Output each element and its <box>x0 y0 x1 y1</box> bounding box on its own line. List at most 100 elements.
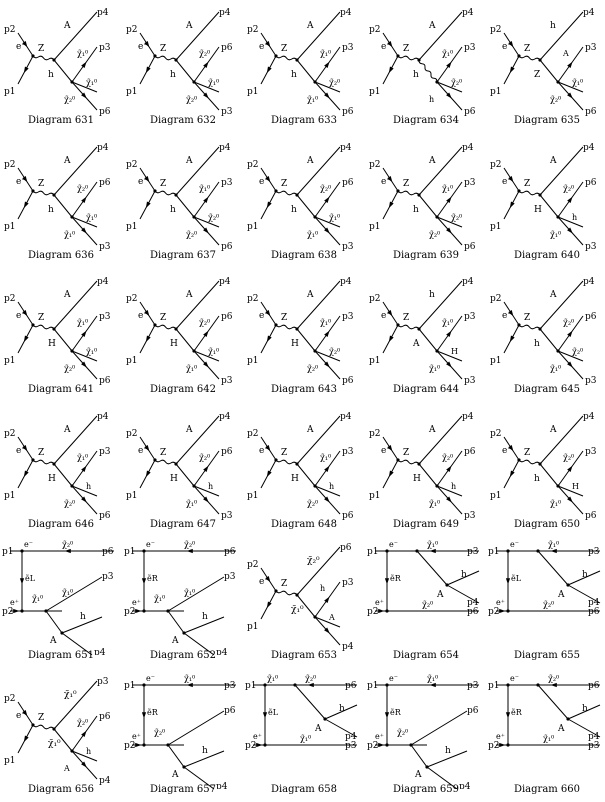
label-neutralino-1: χ̃₁⁰ <box>32 594 43 603</box>
label-product-top: χ̃₁⁰ <box>320 49 331 58</box>
fermion-arrow <box>387 310 393 317</box>
fermion-arrow <box>186 682 193 688</box>
higgs-line <box>446 570 480 586</box>
fermion-arrow <box>446 227 452 234</box>
vertex <box>142 743 146 747</box>
label-product-top-momentum: p6 <box>221 447 233 457</box>
branch-line <box>416 550 448 586</box>
fermion-arrow <box>81 761 87 768</box>
label-boson: Z <box>403 313 409 323</box>
fermion-arrow <box>81 330 87 337</box>
outgoing-line-top <box>53 680 98 730</box>
label-product-bottom-momentum: p6 <box>464 107 476 117</box>
label-out1-particle: A <box>549 290 557 300</box>
label-product-mid: χ̃₁⁰ <box>86 347 97 356</box>
fermion-arrow <box>567 196 573 203</box>
label-product-mid: χ̃₂⁰ <box>572 347 583 356</box>
label-bottom-right-momentum: p6 <box>588 607 600 617</box>
fermion-arrow <box>388 201 394 209</box>
diagram-caption: Diagram 639 <box>392 250 460 261</box>
fermion-arrow <box>378 608 385 614</box>
label-e-minus: e⁻ <box>259 177 269 187</box>
product-line-mid <box>557 216 584 228</box>
label-product-mid: χ̃₁⁰ <box>86 213 97 222</box>
label-top-neutralino: χ̃₂⁰ <box>184 540 195 549</box>
label-product-bottom-momentum: p4 <box>99 776 111 786</box>
fermion-arrow <box>13 608 20 614</box>
vertex <box>142 683 146 687</box>
label-product-top: χ̃₂⁰ <box>563 318 574 327</box>
label-a: A <box>557 590 565 600</box>
outgoing-line-top <box>418 280 463 330</box>
outgoing-line <box>410 710 468 746</box>
fermion-arrow <box>262 712 268 719</box>
label-product-top-momentum: p6 <box>585 178 597 188</box>
label-p2: p2 <box>126 160 138 170</box>
fermion-arrow <box>550 682 557 688</box>
fermion-arrow <box>186 548 193 554</box>
fermion-arrow <box>203 227 209 234</box>
diagram-caption: Diagram 653 <box>270 650 338 661</box>
fermion-arrow <box>324 61 330 68</box>
label-out1-momentum: p4 <box>583 412 595 422</box>
fermion-arrow <box>429 682 436 688</box>
s-channel-boson <box>397 324 420 330</box>
label-p1: p1 <box>4 87 16 97</box>
a-line <box>183 766 215 789</box>
label-p4: p4 <box>345 732 357 742</box>
label-p1: p1 <box>247 222 259 232</box>
label-bottom-left-momentum: p2 <box>488 607 500 617</box>
label-top-left-momentum: p1 <box>488 681 500 691</box>
label-e-minus: e⁻ <box>16 446 26 456</box>
label-product-bottom: χ̃₂⁰ <box>64 364 75 373</box>
label-out1-particle: χ̃₁⁰ <box>64 689 77 700</box>
label-neutralino-1: χ̃₁⁰ <box>154 594 165 603</box>
label-top-fermion: e⁻ <box>389 674 398 683</box>
label-p1: p1 <box>247 87 259 97</box>
label-product-top: χ̃₂⁰ <box>77 718 88 727</box>
label-e-minus: e⁻ <box>502 177 512 187</box>
label-top-fermion: e⁻ <box>146 674 155 683</box>
label-bottom-left-momentum: p2 <box>245 741 257 751</box>
outgoing-line-top <box>418 146 463 196</box>
label-product-mid: χ̃₂⁰ <box>329 347 340 356</box>
outgoing-line-top <box>418 415 463 465</box>
s-channel-boson <box>518 190 541 196</box>
s-channel-boson <box>275 459 298 465</box>
label-top-fermion: χ̃₁⁰ <box>267 674 278 683</box>
label-product-top-momentum: p3 <box>585 447 597 457</box>
label-product-mid: χ̃₁⁰ <box>208 78 219 87</box>
label-out-momentum: p3 <box>224 572 236 582</box>
label-p1: p1 <box>490 491 502 501</box>
fermion-arrow <box>81 61 87 68</box>
a-line <box>324 718 358 738</box>
label-product-top-momentum: p3 <box>342 43 354 53</box>
label-e-minus: e⁻ <box>138 177 148 187</box>
label-product-top-momentum: p6 <box>464 447 476 457</box>
label-higgs: h <box>202 746 208 756</box>
fermion-arrow <box>324 496 330 503</box>
outgoing-line <box>45 576 103 612</box>
s-channel-boson <box>32 459 55 465</box>
product-line-mid <box>557 81 584 93</box>
label-out1-particle: h <box>550 21 556 31</box>
s-channel-boson <box>32 55 55 61</box>
label-out1-particle: A <box>185 425 193 435</box>
label-product-bottom-momentum: p3 <box>221 107 233 117</box>
label-out1-momentum: p4 <box>462 8 474 18</box>
fermion-arrow <box>567 496 573 503</box>
label-bottom-right-momentum: p3 <box>345 741 357 751</box>
label-top-left-momentum: p1 <box>367 681 379 691</box>
fermion-arrow <box>567 227 573 234</box>
label-out1-momentum: p4 <box>462 412 474 422</box>
label-out1-momentum: p4 <box>340 143 352 153</box>
label-product-bottom: χ̃₂⁰ <box>186 95 197 104</box>
